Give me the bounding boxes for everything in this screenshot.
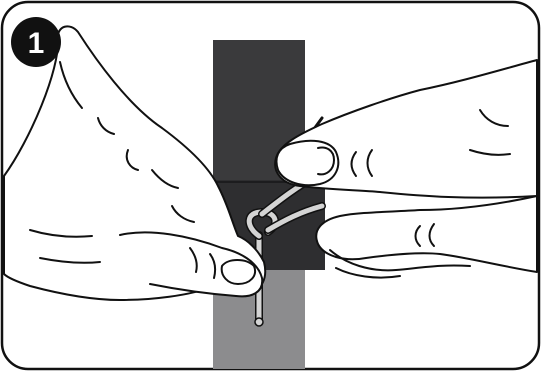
right-hand-thumb — [277, 141, 339, 186]
cord-tip — [255, 318, 263, 326]
step-number-badge: 1 — [11, 17, 61, 67]
step-number: 1 — [28, 27, 45, 60]
